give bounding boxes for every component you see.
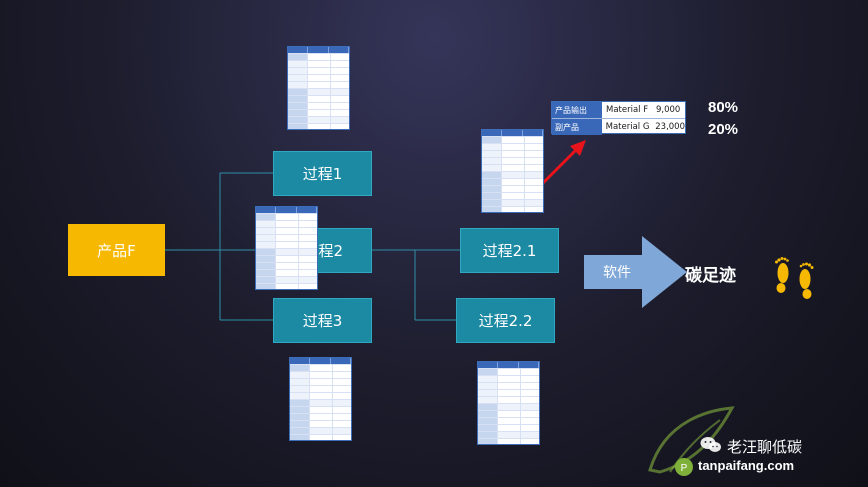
mini-table-row xyxy=(256,220,317,227)
mini-table-row xyxy=(256,276,317,283)
mini-table-row xyxy=(290,406,351,413)
mini-table-header xyxy=(290,358,351,364)
process-2-2-node: 过程2.2 xyxy=(456,298,555,343)
mini-table-row xyxy=(256,283,317,289)
percent-by-product: 20% xyxy=(708,121,739,138)
mini-table-row xyxy=(288,81,349,88)
mini-table-row xyxy=(288,116,349,123)
watermark-account: 老汪聊低碳 xyxy=(727,438,803,456)
percent-main-product: 80% xyxy=(708,99,739,116)
process-1-label: 过程1 xyxy=(302,165,343,183)
mini-table-row xyxy=(290,427,351,434)
mini-table-row xyxy=(478,410,539,417)
mini-table-row xyxy=(290,385,351,392)
mini-table-header xyxy=(478,362,539,368)
output-row-label: 副产品 xyxy=(552,119,602,135)
process-2-1-node: 过程2.1 xyxy=(460,228,559,273)
mini-table-row xyxy=(288,102,349,109)
mini-table-row xyxy=(482,192,543,199)
mini-table-row xyxy=(256,248,317,255)
mini-table-row xyxy=(256,234,317,241)
site-badge-icon: P xyxy=(675,458,693,476)
mini-table-row xyxy=(288,74,349,81)
mini-table-row xyxy=(288,60,349,67)
mini-table-row xyxy=(290,434,351,440)
process-1-node: 过程1 xyxy=(273,151,372,196)
mini-table-row xyxy=(482,143,543,150)
mini-table-row xyxy=(290,364,351,371)
output-row: 产品输出 Material F 9,000 xyxy=(552,102,685,118)
mini-table-row xyxy=(290,378,351,385)
mini-table-row xyxy=(256,262,317,269)
mini-table-row xyxy=(482,157,543,164)
output-row-material: Material G xyxy=(605,122,650,132)
mini-table-row xyxy=(288,53,349,60)
mini-table-row xyxy=(290,392,351,399)
mini-table-row xyxy=(256,227,317,234)
inventory-table-5 xyxy=(477,361,540,445)
mini-table-row xyxy=(478,382,539,389)
mini-table-row xyxy=(478,368,539,375)
watermark-url: tanpaifang.com xyxy=(698,458,795,473)
mini-table-row xyxy=(478,396,539,403)
software-arrow-icon xyxy=(584,236,687,308)
mini-table-row xyxy=(288,109,349,116)
carbon-footprint-label: 碳足迹 xyxy=(685,266,736,286)
mini-table-row xyxy=(482,178,543,185)
mini-table-row xyxy=(482,185,543,192)
mini-table-row xyxy=(478,389,539,396)
mini-table-row xyxy=(478,424,539,431)
inventory-table-1 xyxy=(287,46,350,130)
mini-table-row xyxy=(288,123,349,129)
svg-text:P: P xyxy=(681,463,688,474)
mini-table-row xyxy=(482,171,543,178)
mini-table-row xyxy=(288,95,349,102)
mini-table-row xyxy=(256,269,317,276)
mini-table-row xyxy=(256,241,317,248)
mini-table-header xyxy=(288,47,349,53)
mini-table-header xyxy=(482,130,543,136)
inventory-table-2 xyxy=(255,206,318,290)
mini-table-row xyxy=(478,417,539,424)
mini-table-row xyxy=(478,375,539,382)
output-row-value: 23,000 xyxy=(655,122,685,132)
process-2-2-label: 过程2.2 xyxy=(478,312,533,330)
inventory-table-4 xyxy=(481,129,544,213)
mini-table-row xyxy=(482,150,543,157)
output-row-value: 9,000 xyxy=(656,105,681,115)
software-label: 软件 xyxy=(603,265,631,281)
mini-table-row xyxy=(290,399,351,406)
process-3-label: 过程3 xyxy=(302,312,343,330)
mini-table-row xyxy=(482,206,543,212)
mini-table-row xyxy=(256,213,317,220)
mini-table-row xyxy=(482,199,543,206)
process-3-node: 过程3 xyxy=(273,298,372,343)
output-row-material: Material F xyxy=(606,105,649,115)
product-node: 产品F xyxy=(68,224,165,276)
output-row: 副产品 Material G 23,000 xyxy=(552,118,685,135)
product-label: 产品F xyxy=(97,241,136,260)
output-table: 产品输出 Material F 9,000 副产品 Material G 23,… xyxy=(551,101,686,135)
mini-table-row xyxy=(482,136,543,143)
mini-table-row xyxy=(290,371,351,378)
mini-table-row xyxy=(290,413,351,420)
mini-table-row xyxy=(478,403,539,410)
process-2-1-label: 过程2.1 xyxy=(482,242,537,260)
output-row-label: 产品输出 xyxy=(552,102,602,118)
wechat-icon xyxy=(700,437,721,452)
mini-table-row xyxy=(478,431,539,438)
mini-table-header xyxy=(256,207,317,213)
mini-table-row xyxy=(288,67,349,74)
inventory-table-3 xyxy=(289,357,352,441)
mini-table-row xyxy=(288,88,349,95)
mini-table-row xyxy=(478,438,539,444)
mini-table-row xyxy=(482,164,543,171)
mini-table-row xyxy=(290,420,351,427)
mini-table-row xyxy=(256,255,317,262)
footprints-icon xyxy=(775,257,814,299)
